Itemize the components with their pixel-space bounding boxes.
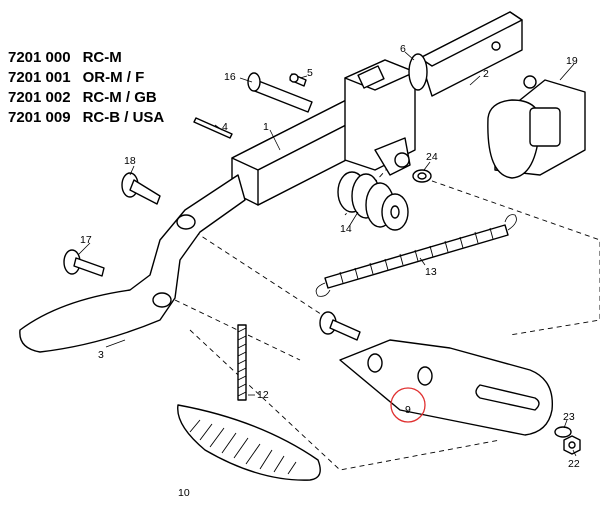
model-name-2: RC-M / GB xyxy=(83,89,157,106)
callout-5: 5 xyxy=(307,67,313,79)
part-19-cover xyxy=(487,75,586,179)
part-12-chain xyxy=(237,324,247,401)
part-10-skid-plate xyxy=(177,404,321,481)
callout-13: 13 xyxy=(425,266,437,278)
callout-10: 10 xyxy=(178,487,190,499)
model-name-0: RC-M xyxy=(83,49,122,66)
callout-labels: 1 2 3 4 5 6 9 10 12 13 14 16 17 18 19 22… xyxy=(80,43,580,499)
model-code-3: 7201 009 xyxy=(8,109,71,126)
model-code-1: 7201 001 xyxy=(8,69,71,86)
part-14-rollers xyxy=(337,171,409,231)
part-6-collar xyxy=(408,53,428,91)
part-9-bracket-plate xyxy=(319,311,554,436)
part-2-tube xyxy=(419,11,523,97)
leader-lines xyxy=(77,51,577,457)
model-code-0: 7201 000 xyxy=(8,49,71,66)
callout-6: 6 xyxy=(400,43,406,55)
callout-19: 19 xyxy=(566,55,578,67)
callout-9: 9 xyxy=(405,404,411,416)
callout-18: 18 xyxy=(124,155,136,167)
part-13-spring xyxy=(315,214,517,297)
model-code-2: 7201 002 xyxy=(8,89,71,106)
part-5-screw xyxy=(289,73,307,87)
part-24-washer xyxy=(412,169,432,183)
callout-4: 4 xyxy=(222,121,228,133)
callout-3: 3 xyxy=(98,349,104,361)
part-16-bolt xyxy=(247,72,313,113)
part-22-nut xyxy=(563,435,581,455)
highlight-circle-part-9 xyxy=(390,387,426,423)
callout-16: 16 xyxy=(224,71,236,83)
callout-17: 17 xyxy=(80,234,92,246)
callout-24: 24 xyxy=(426,151,438,163)
part-3-drawbar xyxy=(19,174,246,353)
callout-14: 14 xyxy=(340,223,352,235)
callout-12: 12 xyxy=(257,389,269,401)
part-23-washer xyxy=(554,426,572,438)
callout-2: 2 xyxy=(483,68,489,80)
callout-23: 23 xyxy=(563,411,575,423)
model-name-3: RC-B / USA xyxy=(83,109,165,126)
callout-22: 22 xyxy=(568,458,580,470)
callout-1: 1 xyxy=(263,121,269,133)
part-18-bolt xyxy=(121,172,161,205)
part-17-bolt xyxy=(63,249,105,277)
part-1-main-frame xyxy=(231,59,416,206)
model-name-1: OR-M / F xyxy=(83,69,145,86)
